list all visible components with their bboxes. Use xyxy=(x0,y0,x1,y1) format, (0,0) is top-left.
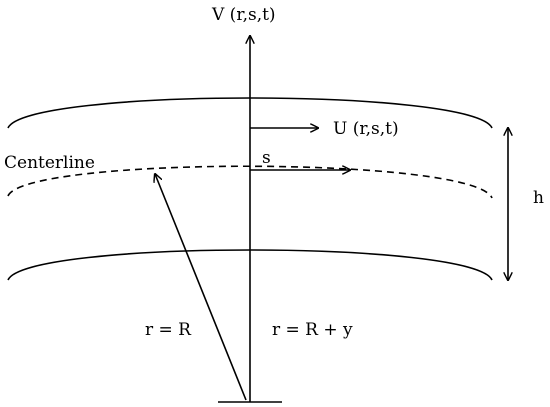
thickness-label: h xyxy=(533,188,544,208)
radius-arrow xyxy=(155,174,247,401)
radius-general-label: r = R + y xyxy=(272,320,353,340)
centerline-label: Centerline xyxy=(4,153,95,173)
s-axis-label: s xyxy=(262,148,271,168)
v-velocity-label: V (r,s,t) xyxy=(211,5,276,25)
u-velocity-label: U (r,s,t) xyxy=(333,119,399,139)
radius-centerline-label: r = R xyxy=(145,320,192,340)
